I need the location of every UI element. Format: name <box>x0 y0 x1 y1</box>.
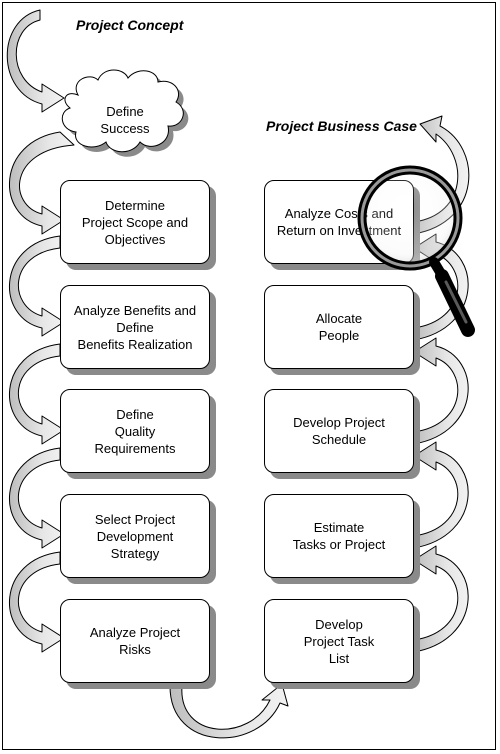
step-label: Define Quality Requirements <box>94 406 176 456</box>
arrow-left-3 <box>9 343 65 445</box>
step-label: Select Project Development Strategy <box>94 511 176 561</box>
arrow-left-4 <box>9 447 65 549</box>
arrow-right-1 <box>413 441 469 549</box>
cloud-shape <box>61 69 189 157</box>
title-project-business-case: Project Business Case <box>266 118 417 134</box>
step-develop-task-list: Develop Project Task List <box>264 599 414 683</box>
step-label: Analyze Benefits and Define Benefits Rea… <box>73 302 197 352</box>
arrow-left-2 <box>9 235 65 337</box>
step-determine-scope: Determine Project Scope and Objectives <box>60 180 210 264</box>
step-define-quality: Define Quality Requirements <box>60 389 210 473</box>
title-project-concept: Project Concept <box>76 17 184 33</box>
step-label: Allocate People <box>315 311 363 343</box>
step-label: Estimate Tasks or Project <box>292 520 386 552</box>
step-analyze-benefits: Analyze Benefits and Define Benefits Rea… <box>60 285 210 369</box>
arrow-left-1 <box>9 131 75 235</box>
step-analyze-risks: Analyze Project Risks <box>60 599 210 683</box>
arrow-left-0 <box>6 9 65 113</box>
step-estimate-tasks: Estimate Tasks or Project <box>264 494 414 578</box>
step-label: Develop Project Task List <box>303 616 375 666</box>
step-label: Analyze Project Risks <box>89 625 181 657</box>
step-label: Determine Project Scope and Objectives <box>81 197 189 247</box>
arrow-left-5 <box>9 551 65 653</box>
step-label: Develop Project Schedule <box>293 415 385 447</box>
arrow-right-0 <box>413 545 469 653</box>
arrow-right-2 <box>413 337 469 445</box>
arrow-bottom-turn <box>169 683 289 739</box>
step-select-strategy: Select Project Development Strategy <box>60 494 210 578</box>
cloud-label-define-success: Define Success <box>100 104 150 136</box>
step-develop-schedule: Develop Project Schedule <box>264 389 414 473</box>
step-allocate-people: Allocate People <box>264 285 414 369</box>
